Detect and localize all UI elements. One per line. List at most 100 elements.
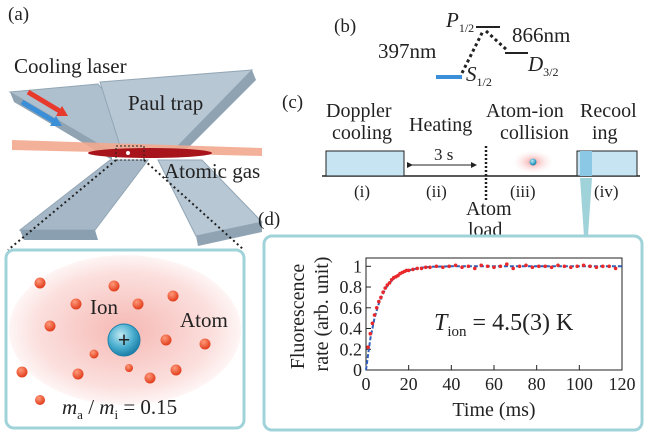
y-axis-label-line1: Fluorescence	[287, 264, 309, 370]
x-tick-label: 80	[528, 374, 546, 394]
x-axis-label: Time (ms)	[452, 399, 535, 421]
mass-ratio-mi-sub: i	[114, 407, 118, 422]
collision-label-line2: collision	[500, 122, 569, 144]
data-point	[537, 264, 541, 269]
data-point	[406, 268, 411, 273]
data-point	[453, 263, 458, 268]
temperature-sub: ion	[447, 324, 467, 340]
data-point	[441, 265, 445, 270]
d-level-sub: 3/2	[543, 65, 558, 79]
wavelength-397: 397nm	[378, 39, 436, 63]
atom	[108, 280, 120, 292]
mass-ratio: ma / mi = 0.15	[62, 395, 177, 422]
panel-b-label: (b)	[334, 16, 356, 37]
data-point	[423, 265, 428, 270]
x-tick-label: 60	[485, 374, 503, 394]
data-point	[379, 295, 383, 300]
recooling-highlight	[580, 151, 592, 176]
x-tick-label: 20	[400, 374, 418, 394]
zoom-line-left	[7, 159, 117, 251]
atoms-group	[16, 277, 211, 405]
temperature-symbol: T	[434, 310, 449, 336]
data-point	[447, 264, 452, 269]
data-point	[556, 263, 560, 268]
atom	[132, 298, 144, 310]
data-point	[569, 265, 573, 270]
atomic-gas-label: Atomic gas	[164, 159, 260, 183]
data-point	[492, 265, 496, 270]
data-point	[428, 265, 432, 270]
atom	[16, 366, 28, 378]
data-point	[366, 345, 370, 350]
atom	[170, 364, 182, 376]
stage-iii: (iii)	[510, 182, 536, 201]
collision-label-line1: Atom-ion	[486, 100, 564, 122]
data-point	[505, 262, 509, 267]
heating-label: Heating	[409, 114, 472, 136]
data-point	[377, 299, 381, 304]
data-point	[374, 306, 379, 310]
data-point	[419, 266, 424, 271]
data-point	[613, 266, 618, 271]
atom	[70, 298, 82, 310]
ion-label: Ion	[90, 295, 118, 319]
transition-397	[460, 30, 485, 74]
atom	[35, 395, 45, 405]
p-level-symbol: P	[445, 8, 459, 32]
atom	[167, 290, 179, 302]
zoom-connector	[580, 178, 592, 236]
stage-ii: (ii)	[426, 182, 447, 201]
p-level-sub: 1/2	[459, 21, 474, 35]
atom-label: Atom	[180, 308, 228, 332]
mass-ratio-value: = 0.15	[118, 395, 177, 419]
s-level-sub: 1/2	[477, 75, 492, 89]
blue-laser-arrowhead	[50, 116, 62, 126]
data-point	[368, 331, 373, 336]
data-point	[562, 264, 567, 269]
mass-ratio-ma-sub: a	[77, 407, 83, 422]
zoom-box	[115, 145, 145, 161]
ion	[107, 323, 141, 357]
x-tick-label: 120	[609, 374, 636, 394]
data-point	[473, 266, 477, 271]
doppler-label-line1: Doppler	[326, 100, 392, 122]
data-point	[588, 264, 592, 269]
recool-label-line1: Recool	[580, 100, 637, 122]
data-point	[530, 265, 535, 270]
atom	[160, 334, 172, 346]
data-point	[434, 264, 439, 269]
panel-a: (a) Cooling laser Paul trap Atomic gas	[4, 4, 263, 430]
atom	[199, 338, 211, 350]
data-point	[460, 265, 464, 270]
blue-laser-arrow	[20, 99, 59, 126]
transition-866	[484, 29, 510, 53]
d-level-label: D3/2	[527, 52, 559, 79]
data-point	[381, 290, 385, 295]
paul-trap-label: Paul trap	[128, 91, 203, 115]
data-point	[466, 264, 471, 269]
mass-ratio-ma: m	[62, 395, 77, 419]
panel-a-label: (a)	[8, 4, 29, 25]
data-point	[387, 281, 392, 285]
p-level-label: P1/2	[445, 8, 474, 35]
panel-d-label: (d)	[258, 209, 280, 230]
data-point	[575, 264, 579, 269]
wavelength-866: 866nm	[512, 23, 570, 47]
data-point	[415, 266, 420, 271]
trapped-ion-dot	[126, 151, 130, 155]
data-point	[581, 263, 586, 268]
temperature-value: = 4.5(3) K	[467, 310, 575, 336]
data-point	[498, 264, 503, 269]
y-tick-label: 0.4	[340, 319, 363, 339]
stage-iv: (iv)	[594, 182, 619, 201]
atom-load-line1: Atom	[466, 198, 512, 220]
ion-charge-symbol: +	[118, 327, 131, 352]
collision-ion	[529, 158, 537, 166]
panel-b: (b) P1/2 S1/2 D3/2 397nm 866nm	[334, 8, 570, 89]
panel-c: (c) Doppler cooling Heating Atom-ion col…	[282, 92, 640, 241]
y-axis-label: Fluorescence rate (arb. unit)	[287, 257, 333, 372]
atom	[89, 349, 99, 359]
trap-electrode-lower-left	[18, 159, 150, 231]
